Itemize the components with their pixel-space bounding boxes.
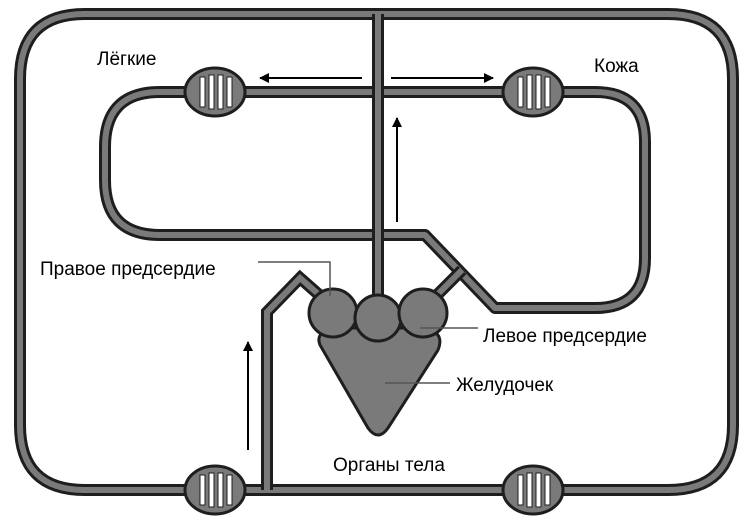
- heart: [307, 287, 449, 437]
- left-atrium-label: Левое предсердие: [483, 326, 647, 347]
- flow-arrows: [243, 73, 494, 450]
- leader-lines: [258, 261, 478, 384]
- right-atrium-shape: [307, 287, 359, 339]
- body-organs-label: Органы тела: [333, 455, 445, 476]
- ventricle-shape: [317, 326, 442, 437]
- body-capillary-bed-left: [183, 464, 247, 516]
- lungs-capillary-bed: [183, 66, 247, 118]
- skin-capillary-bed: [501, 66, 565, 118]
- outer-vessel-loop: [14, 8, 739, 496]
- body-capillary-bed-right: [501, 464, 565, 516]
- skin-label: Кожа: [594, 56, 639, 77]
- venous-return-vessel: [261, 269, 329, 490]
- left-atrium-shape: [397, 287, 449, 339]
- lungs-label: Лёгкие: [97, 49, 157, 70]
- right-atrium-leader: [258, 261, 331, 296]
- ventricle-label: Желудочек: [456, 375, 554, 396]
- conus-shape: [353, 293, 403, 343]
- right-atrium-label: Правое предсердие: [40, 259, 216, 280]
